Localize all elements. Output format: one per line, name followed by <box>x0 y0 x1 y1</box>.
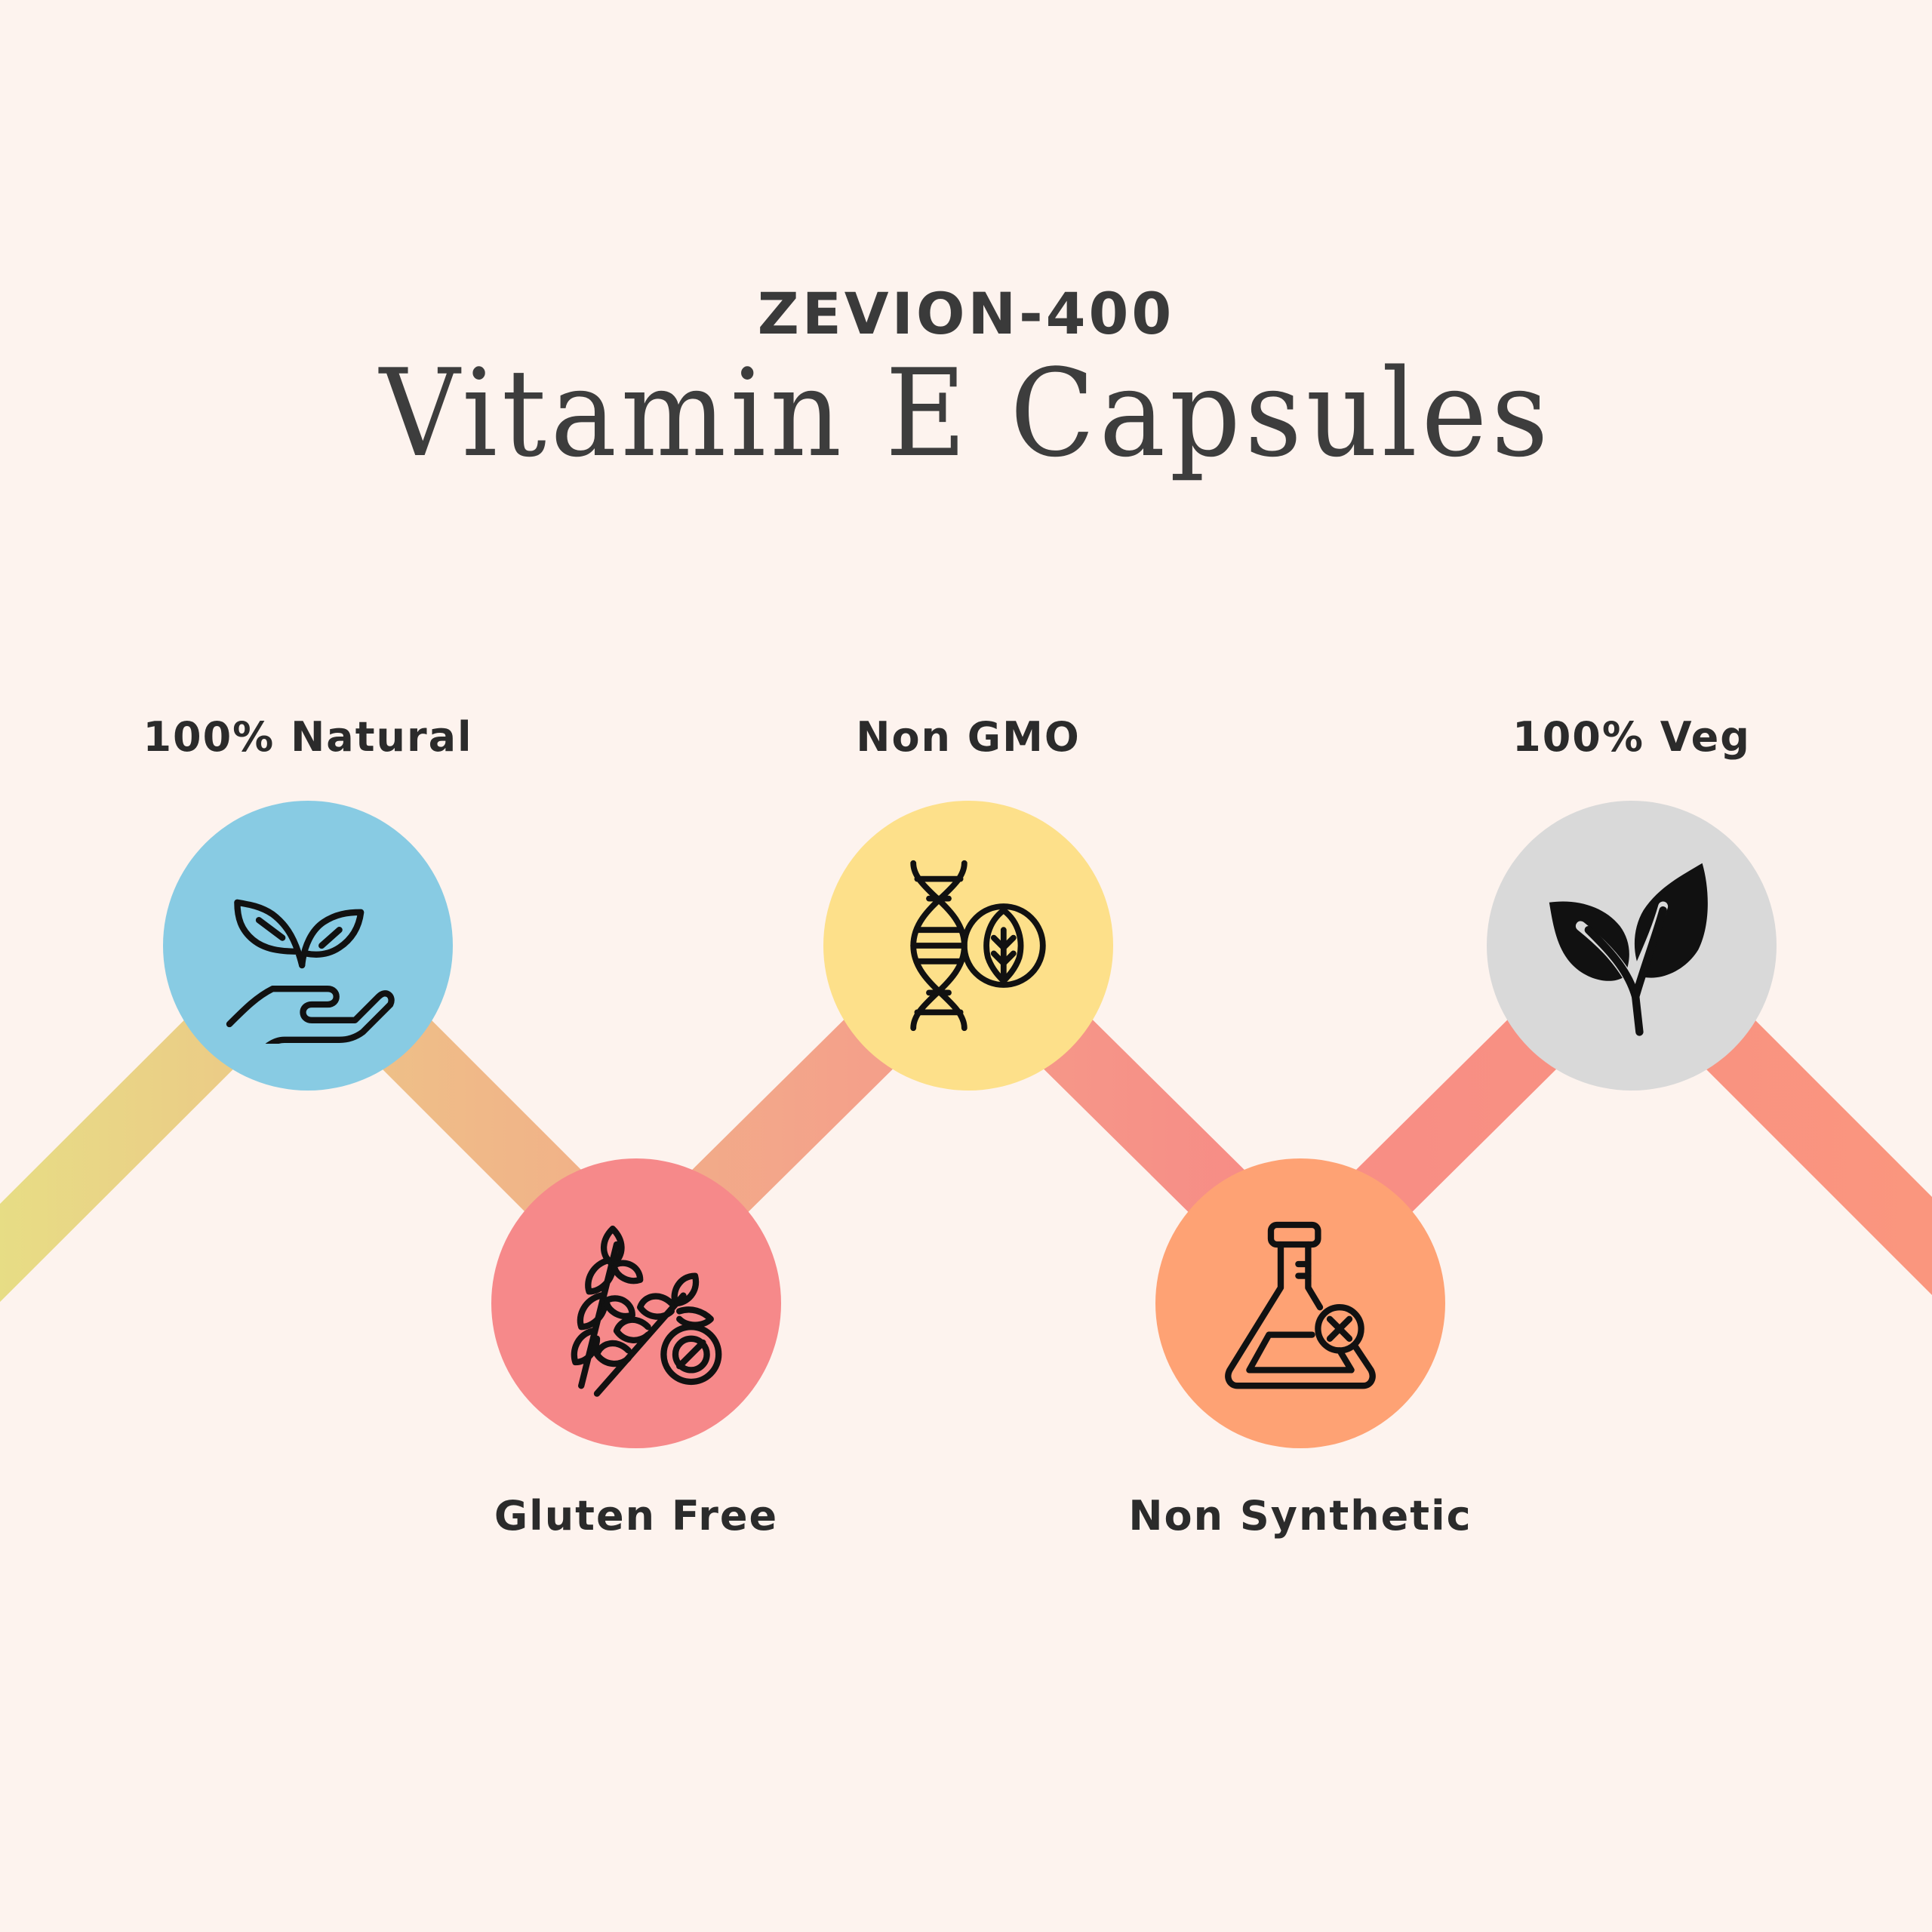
feature-badge-non-gmo <box>823 801 1113 1091</box>
sprout-leaves-icon <box>1549 863 1708 1036</box>
flask-x-icon <box>1225 1221 1376 1389</box>
feature-label-veg: 100% Veg <box>1512 713 1751 761</box>
feature-label-natural: 100% Natural <box>143 713 473 761</box>
wheat-no-icon <box>571 1226 722 1397</box>
feature-label-gluten-free: Gluten Free <box>494 1492 779 1540</box>
feature-badge-non-synthetic <box>1155 1158 1445 1448</box>
feature-badge-natural <box>163 801 453 1091</box>
feature-badge-gluten-free <box>491 1158 781 1448</box>
dna-leaf-icon <box>910 860 1046 1032</box>
page-title: Vitamin E Capsules <box>379 343 1553 484</box>
feature-label-non-gmo: Non GMO <box>856 713 1081 761</box>
brand-name: ZEVION-400 <box>757 280 1175 347</box>
feature-badge-veg <box>1487 801 1777 1091</box>
hand-sprout-icon <box>226 899 395 1044</box>
feature-label-non-synthetic: Non Synthetic <box>1128 1492 1472 1540</box>
